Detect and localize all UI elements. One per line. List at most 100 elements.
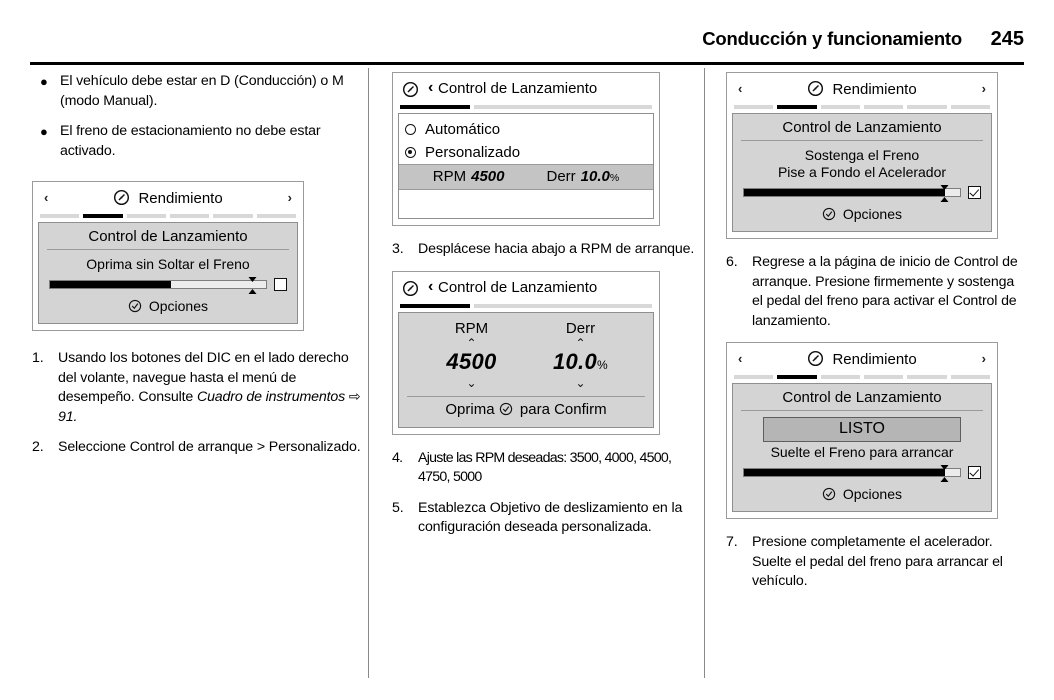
back-chevron-icon[interactable]: ‹ bbox=[428, 277, 434, 295]
page-title: Conducción y funcionamiento bbox=[702, 28, 962, 49]
gauge-icon bbox=[402, 81, 419, 103]
radio-icon bbox=[405, 124, 416, 135]
steps-list-column-1: 1. Usando los botones del DIC en el lado… bbox=[32, 349, 362, 458]
options-label: Opciones bbox=[148, 298, 209, 314]
tab-segment[interactable] bbox=[474, 303, 652, 308]
steps-list-column-2: 4. Ajuste las RPM deseadas: 3500, 4000, … bbox=[392, 449, 704, 538]
column-2: ‹ Control de Lanzamiento Automático Pers… bbox=[392, 72, 704, 549]
options-row[interactable]: Opciones bbox=[741, 206, 983, 224]
step-text: Establezca Objetivo de deslizamiento en … bbox=[418, 499, 683, 536]
slip-spinner[interactable]: Derr ⌃ 10.0% ⌄ bbox=[526, 320, 635, 389]
tab-segment[interactable] bbox=[474, 105, 652, 109]
tab-segment-active[interactable] bbox=[777, 375, 817, 379]
dic-title-text: Rendimiento bbox=[832, 351, 917, 368]
screen-instruction-2: Pise a Fondo el Acelerador bbox=[777, 164, 947, 180]
status-checkbox[interactable] bbox=[968, 186, 981, 199]
tab-segment[interactable] bbox=[256, 214, 296, 218]
spinner-value: 4500 bbox=[446, 348, 497, 374]
dic-title: Control de Lanzamiento bbox=[438, 279, 654, 296]
tab-segment[interactable] bbox=[820, 375, 860, 379]
chevron-up-icon[interactable]: ⌃ bbox=[575, 335, 586, 350]
dic-control-de-lanzamiento-options: ‹ Control de Lanzamiento Automático Pers… bbox=[392, 72, 660, 226]
tab-segment[interactable] bbox=[734, 375, 774, 379]
gauge-icon bbox=[113, 189, 130, 210]
progress-bar-row bbox=[743, 185, 981, 202]
tab-segment-active[interactable] bbox=[400, 105, 470, 109]
dic-screen: Control de Lanzamiento Sostenga el Freno… bbox=[732, 113, 992, 232]
progress-bar-fill bbox=[744, 189, 945, 196]
dic-tab-strip[interactable] bbox=[400, 105, 652, 109]
next-page-arrow-icon[interactable]: › bbox=[287, 190, 292, 205]
column-1: ● El vehículo debe estar en D (Conducció… bbox=[32, 72, 362, 469]
list-item: 3. Desplácese hacia abajo a RPM de arran… bbox=[392, 240, 704, 260]
tab-segment[interactable] bbox=[213, 214, 253, 218]
tab-segment[interactable] bbox=[820, 105, 860, 109]
prev-page-arrow-icon[interactable]: ‹ bbox=[44, 190, 49, 205]
dic-rendimiento-hold-brake-floor-throttle: ‹ Rendimiento › Control d bbox=[726, 72, 998, 239]
column-3: ‹ Rendimiento › Control d bbox=[726, 72, 1026, 603]
prev-page-arrow-icon[interactable]: ‹ bbox=[738, 351, 743, 366]
radio-option-personalizado[interactable]: Personalizado bbox=[399, 141, 653, 164]
gauge-icon bbox=[402, 280, 419, 302]
options-row[interactable]: Opciones bbox=[741, 486, 983, 504]
tab-segment[interactable] bbox=[863, 375, 904, 379]
chevron-down-icon[interactable]: ⌄ bbox=[466, 375, 477, 390]
radio-icon-selected bbox=[405, 147, 416, 158]
screen-instruction-1: Sostenga el Freno bbox=[804, 147, 920, 163]
list-item: 5. Establezca Objetivo de deslizamiento … bbox=[392, 499, 704, 538]
dic-title-text: Rendimiento bbox=[832, 81, 917, 98]
chevron-down-icon[interactable]: ⌄ bbox=[575, 375, 586, 390]
options-row[interactable]: Opciones bbox=[47, 298, 289, 316]
tab-segment[interactable] bbox=[734, 105, 774, 109]
tab-segment[interactable] bbox=[126, 214, 166, 218]
header-divider bbox=[30, 62, 1024, 65]
dic-tab-strip[interactable] bbox=[40, 214, 296, 218]
tab-segment-active[interactable] bbox=[83, 214, 123, 218]
tab-segment[interactable] bbox=[950, 105, 990, 109]
step-text: Usando los botones del DIC en el lado de… bbox=[58, 350, 361, 425]
tab-segment-active[interactable] bbox=[777, 105, 817, 109]
next-page-arrow-icon[interactable]: › bbox=[981, 351, 986, 366]
screen-instruction: Suelte el Freno para arrancar bbox=[770, 444, 954, 460]
rpm-spinner[interactable]: RPM ⌃ 4500 ⌄ bbox=[417, 320, 526, 389]
dic-topbar: ‹ Rendimiento › bbox=[732, 78, 992, 104]
check-circle-icon bbox=[128, 299, 142, 316]
bullet-marker: ● bbox=[40, 74, 48, 89]
dic-tab-strip[interactable] bbox=[734, 105, 990, 109]
status-checkbox[interactable] bbox=[968, 466, 981, 479]
tab-segment[interactable] bbox=[40, 214, 80, 218]
chevron-up-icon[interactable]: ⌃ bbox=[466, 335, 477, 350]
confirm-row[interactable]: Oprima para Confirm bbox=[407, 395, 645, 420]
spinners: RPM ⌃ 4500 ⌄ Derr ⌃ 10.0% ⌄ bbox=[407, 318, 645, 393]
step-number: 3. bbox=[392, 241, 404, 257]
prerequisite-bullet-list: ● El vehículo debe estar en D (Conducció… bbox=[32, 72, 362, 161]
list-item: 6. Regrese a la página de inicio de Cont… bbox=[726, 253, 1026, 331]
dic-topbar: ‹ Control de Lanzamiento bbox=[398, 277, 654, 303]
gauge-icon bbox=[807, 350, 824, 371]
bullet-marker: ● bbox=[40, 124, 48, 139]
step-text: Regrese a la página de inicio de Control… bbox=[752, 254, 1018, 329]
tab-segment[interactable] bbox=[863, 105, 904, 109]
tab-segment[interactable] bbox=[950, 375, 990, 379]
dic-control-de-lanzamiento-adjust: ‹ Control de Lanzamiento RPM ⌃ 4500 ⌄ De… bbox=[392, 270, 660, 435]
dic-tab-strip[interactable] bbox=[734, 375, 990, 379]
radio-label: Automático bbox=[425, 121, 501, 138]
tab-segment[interactable] bbox=[907, 375, 947, 379]
list-item: ● El freno de estacionamiento no debe es… bbox=[32, 122, 362, 161]
tab-segment-active[interactable] bbox=[400, 303, 470, 308]
progress-bar bbox=[743, 185, 961, 202]
progress-bar bbox=[743, 465, 961, 482]
back-chevron-icon[interactable]: ‹ bbox=[428, 79, 434, 96]
prev-page-arrow-icon[interactable]: ‹ bbox=[738, 81, 743, 96]
tab-segment[interactable] bbox=[169, 214, 210, 218]
radio-option-automatico[interactable]: Automático bbox=[399, 118, 653, 141]
dic-screen: Control de Lanzamiento LISTO Suelte el F… bbox=[732, 383, 992, 512]
status-checkbox[interactable] bbox=[274, 278, 287, 291]
dic-tab-strip[interactable] bbox=[400, 303, 652, 308]
tab-segment[interactable] bbox=[907, 105, 947, 109]
list-item: 7. Presione completamente el acelerador.… bbox=[726, 533, 1026, 592]
progress-bar-marker bbox=[248, 277, 258, 294]
next-page-arrow-icon[interactable]: › bbox=[981, 81, 986, 96]
